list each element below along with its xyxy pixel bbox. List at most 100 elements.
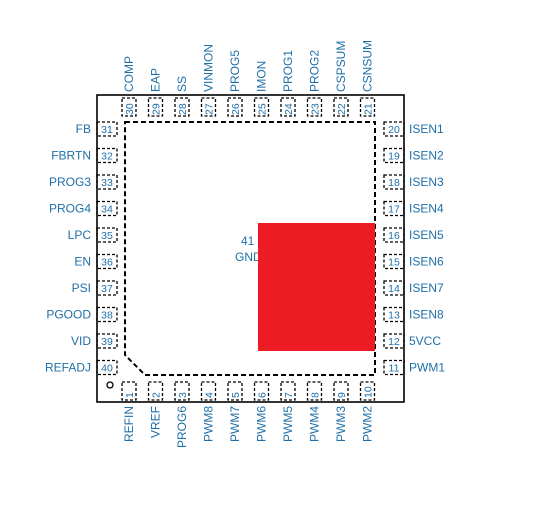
package-outline xyxy=(96,94,405,403)
pin-number: 3 xyxy=(177,392,189,398)
pin-pad xyxy=(121,381,137,401)
pin-number: 12 xyxy=(388,336,400,348)
pin-number: 11 xyxy=(389,363,400,375)
pin-number: 14 xyxy=(388,283,400,295)
pin-number: 2 xyxy=(151,392,163,398)
pin-number: 39 xyxy=(101,336,113,348)
pin-pad xyxy=(96,200,118,217)
pin-pad xyxy=(383,280,405,296)
pin-name: REFIN xyxy=(122,406,136,442)
pin-name: VREF xyxy=(149,406,163,438)
pin-number: 20 xyxy=(388,124,400,136)
pin-pad xyxy=(96,306,118,323)
pin-number: 4 xyxy=(204,392,216,398)
pin-pad xyxy=(333,97,349,117)
pin-number: 29 xyxy=(151,103,163,115)
pin-pad xyxy=(121,97,137,117)
pin-name: EAP xyxy=(149,68,163,92)
pin-number: 9 xyxy=(336,392,348,398)
pin-number: 25 xyxy=(257,103,269,115)
pin-pad xyxy=(280,381,296,401)
pin-name: REFADJ xyxy=(45,361,91,375)
pin-name: LPC xyxy=(68,228,92,242)
pin-pad xyxy=(253,97,270,117)
pin-name: PGOOD xyxy=(46,308,91,322)
pin-name: PWM8 xyxy=(202,406,216,442)
pin-pad xyxy=(253,381,270,401)
exposed-pad-number: 41 xyxy=(241,234,255,248)
pin-name: CSPSUM xyxy=(334,41,348,92)
pin-name: ISEN1 xyxy=(409,122,444,136)
pin-name: PROG5 xyxy=(228,50,242,92)
pin-number: 5 xyxy=(230,392,242,398)
pin-name: PWM1 xyxy=(409,361,445,375)
pin-name: PWM7 xyxy=(228,406,242,442)
pin-number: 23 xyxy=(310,103,322,115)
pin-name: PWM3 xyxy=(334,406,348,442)
pin-pad xyxy=(359,97,376,117)
pin-pad xyxy=(96,359,118,376)
pin-name: PWM4 xyxy=(308,406,322,442)
pin-name: PWM2 xyxy=(361,406,375,442)
red-overlay-block xyxy=(258,223,375,351)
pin-name: PROG6 xyxy=(175,406,189,448)
pin-pad xyxy=(200,381,217,401)
pin-pad xyxy=(383,147,405,164)
pin-name: PROG2 xyxy=(308,50,322,92)
pin-number: 10 xyxy=(363,386,375,398)
pin1-marker xyxy=(106,381,114,389)
pin-pad xyxy=(383,227,405,243)
exposed-pad-outline xyxy=(124,121,376,376)
pin-pad xyxy=(306,97,323,117)
pin-number: 17 xyxy=(388,204,400,216)
pin-name: EN xyxy=(74,255,91,269)
pin-number: 1 xyxy=(124,392,136,398)
pin-pad xyxy=(383,121,405,137)
pin-name: VINMON xyxy=(202,44,216,92)
pin-name: PSI xyxy=(72,281,91,295)
pin-number: 35 xyxy=(101,230,113,242)
pin-pad xyxy=(200,97,217,117)
pin-number: 16 xyxy=(388,230,400,242)
pin-number: 18 xyxy=(388,177,400,189)
pin-name: PROG1 xyxy=(281,50,295,92)
pin-name: ISEN4 xyxy=(409,202,444,216)
pin-pad xyxy=(147,381,164,401)
pin-name: ISEN5 xyxy=(409,228,444,242)
pin-name: ISEN6 xyxy=(409,255,444,269)
pin-number: 28 xyxy=(177,103,189,115)
pin-pad xyxy=(174,381,190,401)
pin-number: 38 xyxy=(101,310,113,322)
pin-number: 6 xyxy=(257,392,269,398)
pin-name: PROG3 xyxy=(49,175,91,189)
pin-name: ISEN2 xyxy=(409,149,444,163)
pin-number: 24 xyxy=(283,103,295,115)
exposed-pad-name: GND xyxy=(235,250,262,264)
pin-number: 19 xyxy=(388,151,400,163)
pin-name: 5VCC xyxy=(409,334,441,348)
pin-pad xyxy=(383,333,405,349)
pin-name: ISEN7 xyxy=(409,281,444,295)
pin-name: COMP xyxy=(122,56,136,92)
pin-pad xyxy=(359,381,376,401)
pin-pad xyxy=(96,333,118,349)
pin-number: 27 xyxy=(204,103,216,115)
pin-pad xyxy=(383,306,405,323)
pin-number: 21 xyxy=(363,103,375,115)
pin-pad xyxy=(96,227,118,243)
pin-number: 34 xyxy=(101,204,113,216)
pins-layer: 30COMP29EAP28SS27VINMON26PROG525IMON24PR… xyxy=(45,40,445,448)
pin-number: 30 xyxy=(124,103,136,115)
pin-pad xyxy=(96,147,118,164)
pin-number: 7 xyxy=(283,392,295,398)
pin-name: ISEN3 xyxy=(409,175,444,189)
pin-pad xyxy=(96,280,118,296)
pin-number: 31 xyxy=(101,124,113,136)
pin-number: 36 xyxy=(101,257,113,269)
pin-name: VID xyxy=(71,334,91,348)
pin-pad xyxy=(383,200,405,217)
pin-pad xyxy=(383,174,405,190)
pin-name: FBRTN xyxy=(51,149,91,163)
pin-number: 8 xyxy=(310,392,322,398)
